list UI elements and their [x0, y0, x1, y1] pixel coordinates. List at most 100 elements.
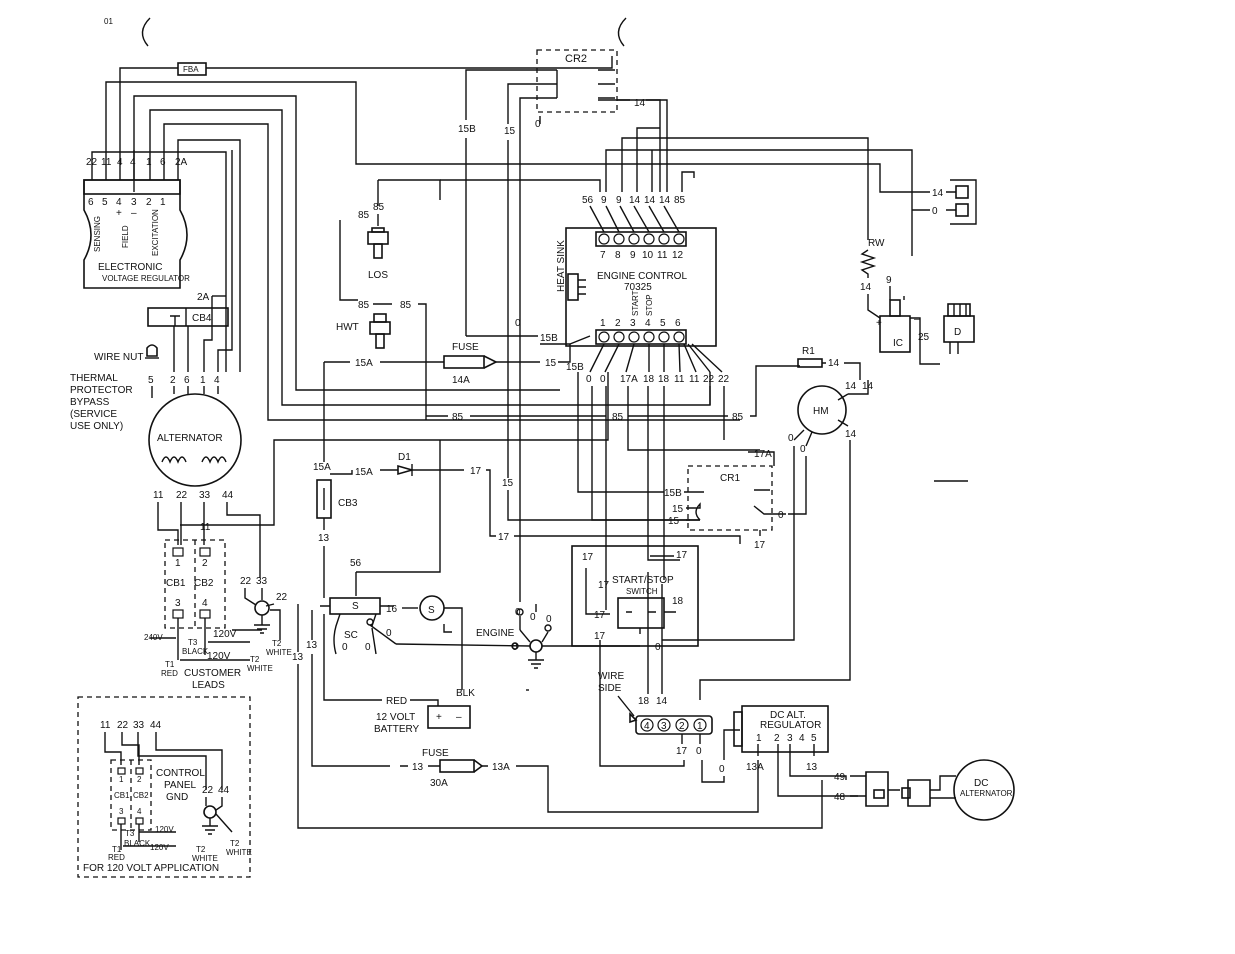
thermal-line-5: USE ONLY) [70, 421, 123, 432]
los-label: LOS [368, 270, 388, 281]
evr-plus: + [116, 208, 122, 219]
evr-sensing: SENSING [93, 216, 102, 252]
sc-0a: 0 [342, 642, 348, 653]
ec-t10: 10 [642, 250, 654, 261]
thermal-protector-bypass: WIRE NUT THERMAL PROTECTOR BYPASS (SERVI… [70, 344, 159, 432]
wire-17-sw-a: 17 [598, 580, 610, 591]
alt-wire-6: 6 [184, 375, 190, 386]
ec-bw-18a: 18 [643, 374, 655, 385]
sc-0b: 0 [365, 642, 371, 653]
evr-wire-labels: 22 11 4 4 1 6 2A [86, 157, 188, 168]
hwt-85-right: 85 [400, 300, 412, 311]
plug-17: 17 [676, 746, 688, 757]
dc-alt-regulator: DC ALT. REGULATOR 1 2 3 4 5 13A 13 49 48 [733, 705, 858, 803]
cb2-t2: 2 [202, 558, 208, 569]
cb1-t3: 3 [175, 598, 181, 609]
battery-line1: 12 VOLT [376, 712, 415, 723]
inset-120v-b: 120V [150, 843, 169, 852]
battery-line2: BATTERY [374, 724, 420, 735]
wire-14-hm-a: 14 [845, 381, 857, 392]
inset-120v-a: 120V [155, 825, 174, 834]
wire-16: 16 [386, 604, 398, 615]
evr-wiring [91, 56, 920, 421]
ec-start: START [631, 290, 640, 316]
plug-t2: 2 [679, 721, 685, 732]
inset-t2-b: T2 [230, 839, 240, 848]
wire-14-ic: 14 [860, 282, 872, 293]
evr-title: ELECTRONIC [98, 262, 162, 273]
starter-solenoid: 56 S SC 0 0 0 16 S 13 13 [292, 440, 823, 829]
ec-bw-0a: 0 [586, 374, 592, 385]
inset-cb2-label: CB2 [133, 791, 149, 800]
wire-side-2: SIDE [598, 683, 622, 694]
wire-17-sw-top: 17 [582, 552, 594, 563]
ec-wire-9b: 9 [616, 195, 622, 206]
wire-22-node: 22 [240, 576, 252, 587]
inset-white-b: WHITE [226, 848, 252, 857]
ec-part: 70325 [624, 282, 652, 293]
black-label: BLACK [182, 647, 209, 656]
alternator: 5 2 6 1 4 ALTERNATOR 11 22 33 44 11 [148, 150, 609, 578]
white-node-label: WHITE [266, 648, 292, 657]
cr1-17: 17 [754, 540, 766, 551]
wire-side-1: WIRE [598, 671, 624, 682]
sc-0c: 0 [386, 628, 392, 639]
wire-side-plug: WIRE SIDE 18 14 4 3 2 1 17 0 0 [598, 572, 740, 783]
dc-reg-line1: DC ALT. [770, 710, 806, 721]
cr1-label: CR1 [720, 473, 740, 484]
inset-cb2-t4: 4 [137, 807, 142, 816]
ec-15b-label: 15B [540, 333, 558, 344]
wire-0-eng-c: 0 [530, 612, 536, 623]
dc-alt-line2: ALTERNATOR [960, 789, 1013, 798]
fuse-14a-rating: 14A [452, 375, 470, 386]
wire-15-fuse-label: 15 [545, 358, 557, 369]
fuse-30a-rating: 30A [430, 778, 448, 789]
right-connector: 14 0 [912, 179, 977, 225]
wire-0-eng-b: 0 [546, 614, 552, 625]
ss-line1: START/STOP [612, 575, 674, 586]
ec-stop: STOP [645, 294, 654, 316]
ec-wire-85: 85 [674, 195, 686, 206]
wire-15a-label: 15A [355, 358, 373, 369]
ec-wire-56: 56 [582, 195, 594, 206]
inset-red: RED [108, 853, 125, 862]
t2-label: T2 [250, 655, 260, 664]
inset-gnd-2: PANEL [164, 780, 196, 791]
ec-bw-15b: 15B [566, 362, 584, 373]
fuse-30a: FUSE 13 30A 13A [400, 748, 759, 813]
inset-cb1-t3: 3 [119, 807, 124, 816]
wire-85-a: 85 [452, 412, 464, 423]
plug-14: 14 [656, 696, 668, 707]
alt-wire-1: 1 [200, 375, 206, 386]
wire-nut-label: WIRE NUT [94, 352, 143, 363]
wire-33-node: 33 [256, 576, 268, 587]
wire-13-fuse: 13 [412, 762, 424, 773]
v120-label-1: 120V [213, 629, 237, 640]
cb2-label: CB2 [194, 578, 214, 589]
los-switch: 85 85 LOS [339, 179, 441, 301]
inset-caption: FOR 120 VOLT APPLICATION [83, 863, 219, 874]
wire-15-cr2: 15 [504, 126, 516, 137]
wire-17-sw-c: 17 [594, 631, 606, 642]
t2-node-label: T2 [272, 639, 282, 648]
ec-b6: 6 [675, 318, 681, 329]
alt-wire-44: 44 [222, 490, 234, 501]
wire-85-c: 85 [732, 412, 744, 423]
engine-label: ENGINE [476, 628, 515, 639]
wire-11-label: 11 [200, 522, 211, 533]
dc-reg-line2: REGULATOR [760, 720, 821, 731]
wire-17-cr1: 17 [498, 532, 510, 543]
hm-label: HM [813, 406, 829, 417]
evr-terminal-2: 2 [146, 197, 152, 208]
ic-label: IC [893, 338, 903, 349]
ec-bottom-terminals [598, 331, 685, 343]
ic-minus: – [914, 314, 920, 325]
wire-0-sw: 0 [655, 642, 661, 653]
wire-14-cr2: 14 [634, 98, 646, 109]
cb3-15a: 15A [313, 462, 331, 473]
dc-alt-line1: DC [974, 778, 988, 789]
evr-terminal-3: 3 [131, 197, 137, 208]
ec-b4: 4 [645, 318, 651, 329]
cb1-t1: 1 [175, 558, 181, 569]
wire-13-sc-b: 13 [306, 640, 318, 651]
